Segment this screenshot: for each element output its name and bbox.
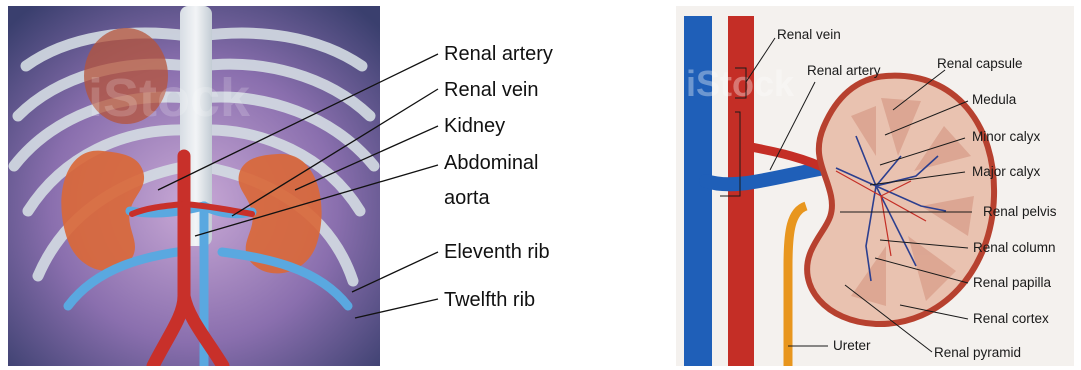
label-medula: Medula	[972, 92, 1016, 108]
leader-renal-capsule	[893, 70, 945, 110]
leader-minor-calyx	[880, 138, 965, 165]
label-renal-capsule: Renal capsule	[937, 56, 1023, 72]
label-major-calyx: Major calyx	[972, 164, 1040, 180]
label-minor-calyx: Minor calyx	[972, 129, 1040, 145]
label-renal-papilla: Renal papilla	[973, 275, 1051, 291]
label-renal-cortex: Renal cortex	[973, 311, 1049, 327]
leader-renal-papilla	[875, 258, 968, 283]
leader-renal-column	[880, 240, 968, 248]
label-renal-pyramid: Renal pyramid	[934, 345, 1021, 361]
leader-renal-artery-right	[770, 82, 815, 170]
label-ureter: Ureter	[833, 338, 871, 354]
leader-major-calyx	[870, 172, 965, 185]
label-renal-column: Renal column	[973, 240, 1056, 256]
bracket-renal-vein	[720, 68, 746, 196]
label-renal-artery-right: Renal artery	[807, 63, 881, 79]
leader-renal-cortex	[900, 305, 968, 319]
label-renal-vein-right: Renal vein	[777, 27, 841, 43]
leader-renal-vein-right	[746, 38, 775, 82]
label-renal-pelvis: Renal pelvis	[983, 204, 1057, 220]
